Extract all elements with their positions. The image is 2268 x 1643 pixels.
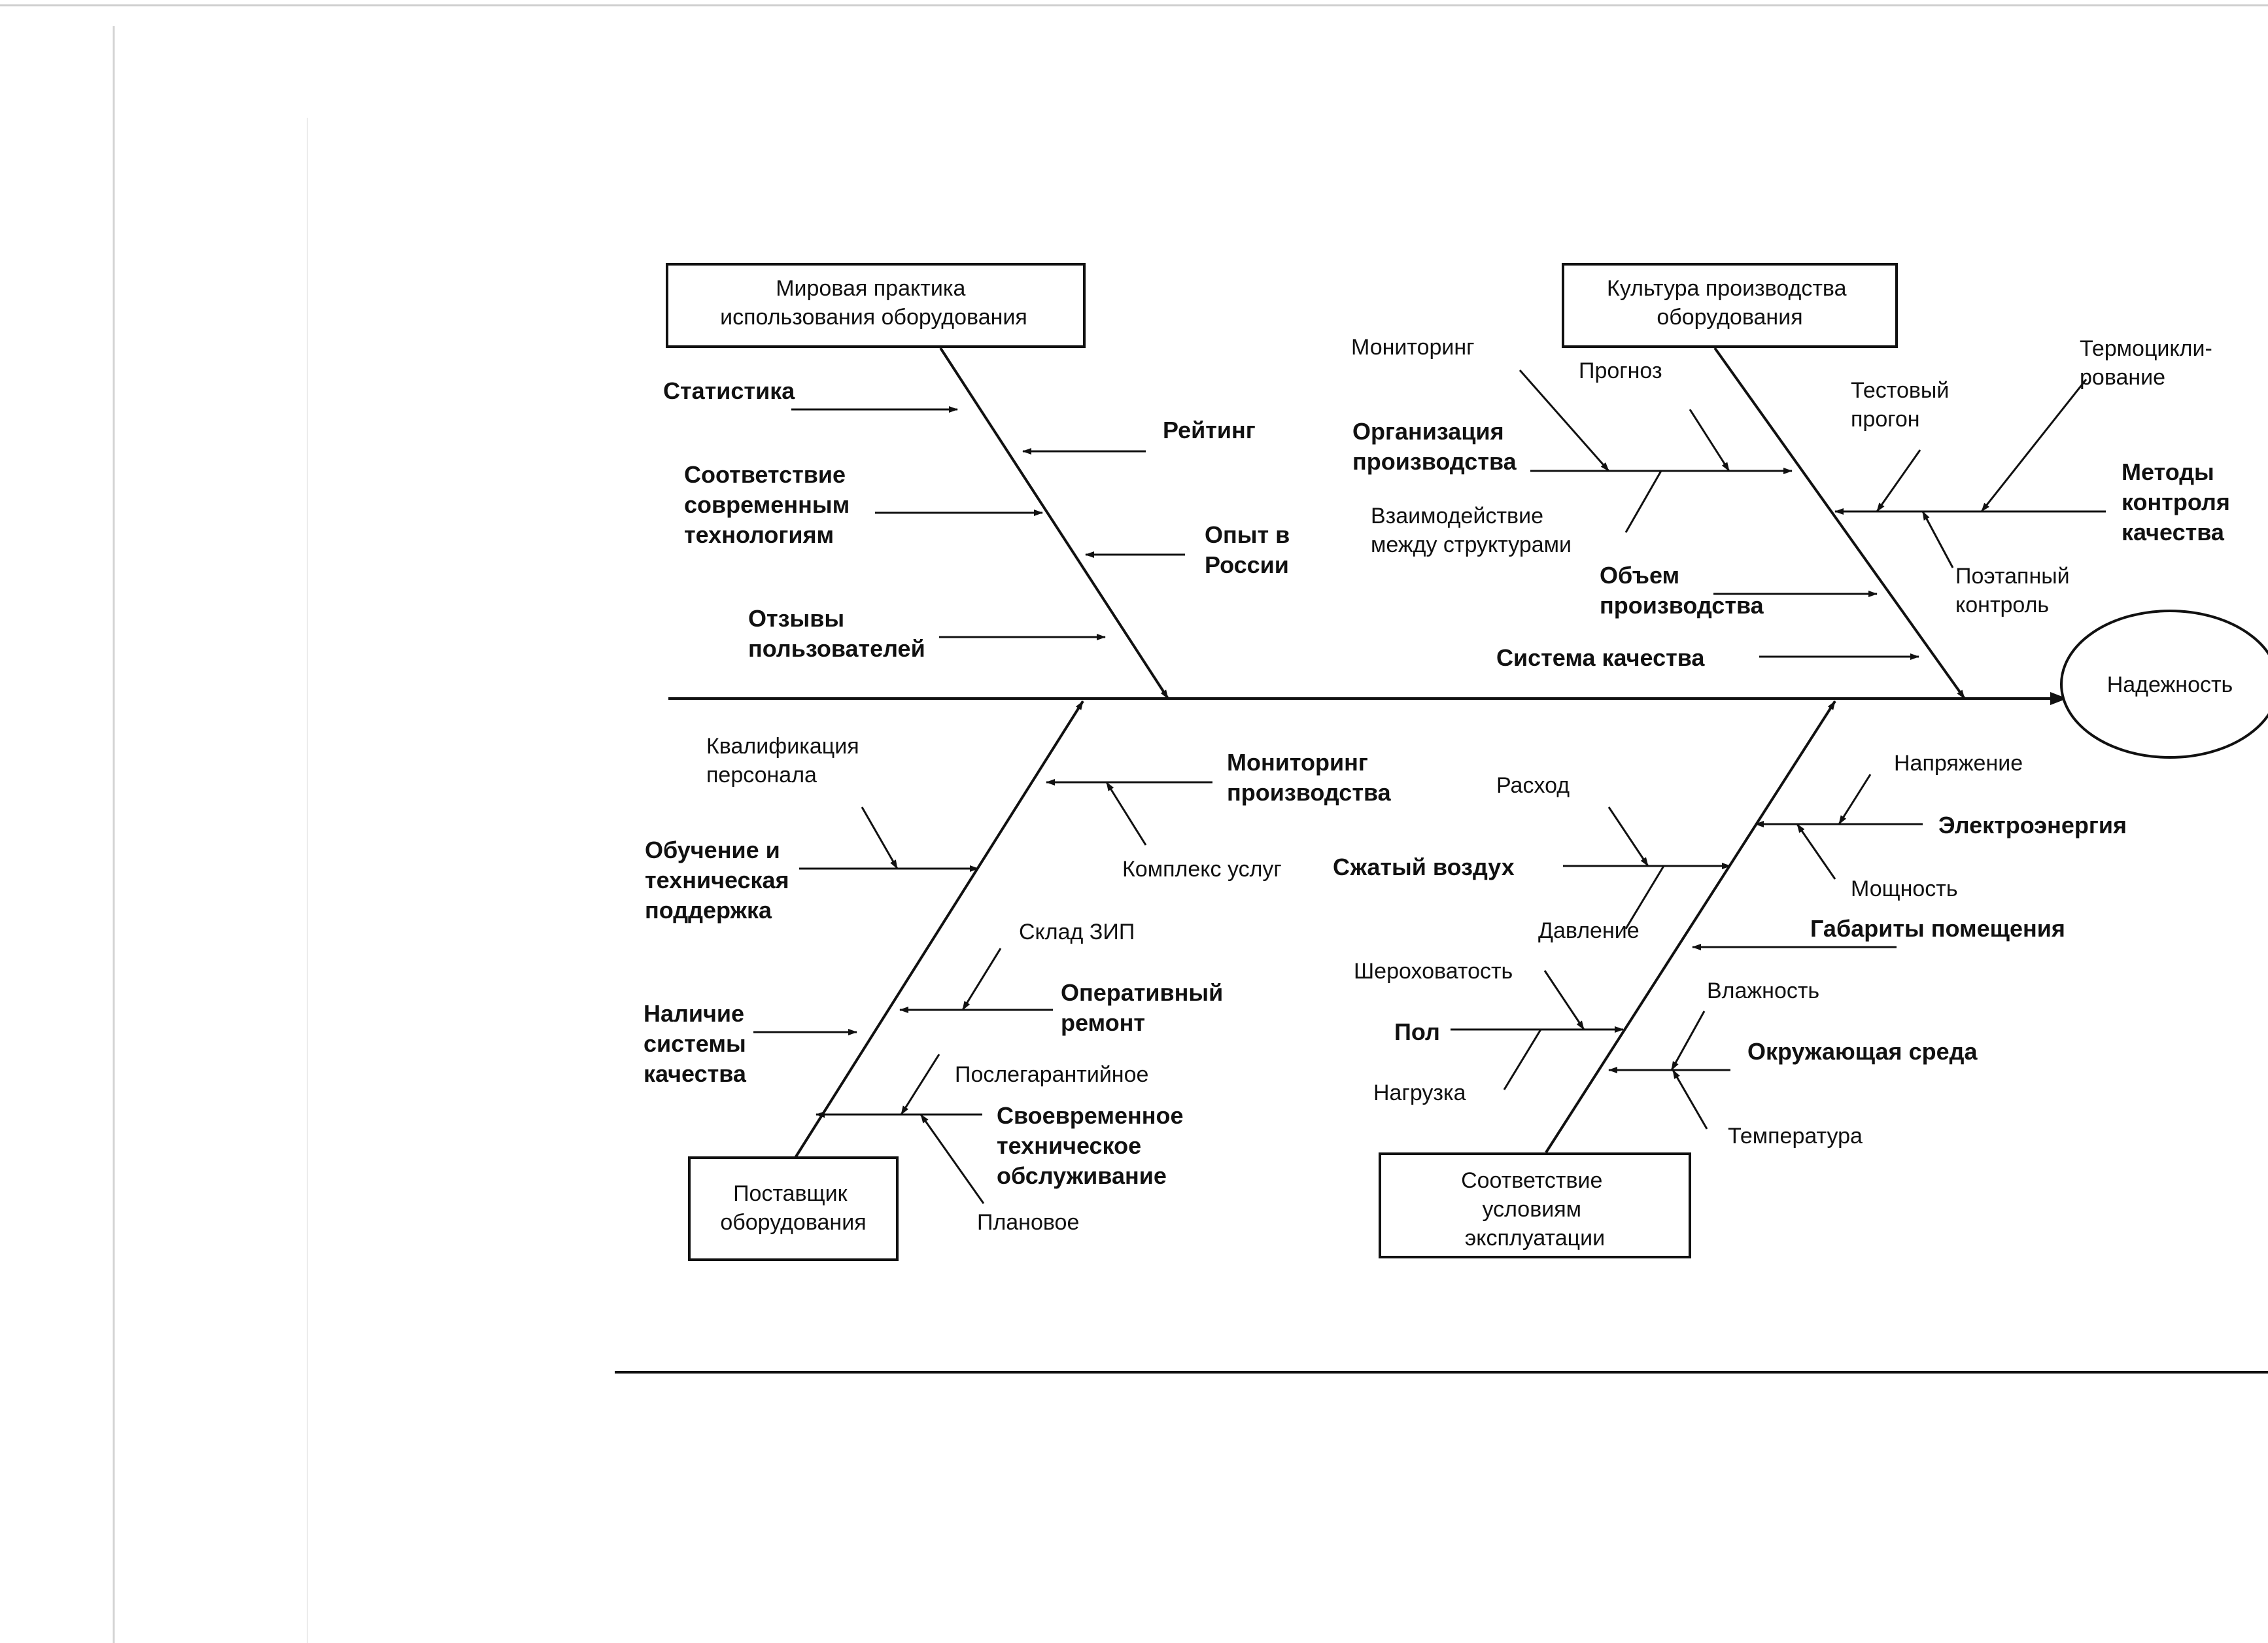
- sub-humidity: Влажность: [1707, 978, 1819, 1003]
- arrow-load: [1503, 1029, 1542, 1090]
- sub-staged: Поэтапный контроль: [1955, 564, 2076, 617]
- cause-environment: Окружающая среда: [1747, 1038, 1978, 1065]
- sub-planned: Плановое: [977, 1210, 1079, 1235]
- cause-statistics: Статистика: [663, 377, 795, 404]
- sub-test-run: Тестовый прогон: [1851, 378, 1955, 432]
- arrow-voltage: [1838, 774, 1872, 825]
- cause-quality-system-supplier: Наличие системы качества: [644, 1000, 753, 1087]
- sub-forecast: Прогноз: [1579, 358, 1662, 383]
- category-label-operating-conditions: Соответствие условиям эксплуатации: [1461, 1168, 1609, 1251]
- cause-electricity: Электроэнергия: [1938, 812, 2127, 839]
- cause-compressed-air: Сжатый воздух: [1333, 854, 1515, 880]
- arrow-consumption: [1607, 806, 1649, 867]
- cause-reviews: Отзывы пользователей: [748, 605, 925, 662]
- sub-power: Мощность: [1851, 876, 1958, 901]
- arrow-interaction: [1624, 470, 1662, 533]
- category-label-supplier: Поставщик оборудования: [720, 1181, 866, 1235]
- arrow-qualification: [861, 806, 899, 869]
- arrow-monitoring: [1519, 370, 1610, 472]
- sub-load: Нагрузка: [1373, 1081, 1466, 1105]
- cause-room-size: Габариты помещения: [1810, 915, 2065, 942]
- sub-post-warranty: Послегарантийное: [955, 1062, 1148, 1087]
- cause-floor: Пол: [1394, 1018, 1440, 1045]
- bone-production-culture: [1713, 347, 1966, 700]
- effect-label: Надежность: [2107, 672, 2233, 697]
- cause-volume: Объем производства: [1600, 562, 1764, 619]
- arrow-test-run: [1876, 449, 1921, 512]
- cause-quality-system: Система качества: [1496, 644, 1705, 671]
- sub-roughness: Шероховатость: [1354, 959, 1513, 984]
- arrow-thermal: [1980, 379, 2088, 512]
- cause-rating: Рейтинг: [1163, 417, 1256, 443]
- cause-training: Обучение и техническая поддержка: [645, 837, 796, 924]
- bone-supplier: [794, 700, 1084, 1159]
- arrow-humidity: [1670, 1011, 1706, 1071]
- sub-pressure: Давление: [1538, 918, 1640, 943]
- cause-russia: Опыт в России: [1205, 521, 1296, 578]
- cause-control-methods: Методы контроля качества: [2122, 458, 2237, 545]
- category-label-production-culture: Культура производства оборудования: [1607, 276, 1853, 330]
- sub-temperature: Температура: [1728, 1124, 1863, 1149]
- cause-modern-tech: Соответствие современным технологиям: [684, 461, 856, 548]
- category-box-production-culture: [1562, 263, 1898, 348]
- arrow-planned: [919, 1114, 985, 1204]
- cause-repair: Оперативный ремонт: [1061, 979, 1229, 1036]
- arrow-roughness: [1543, 970, 1585, 1030]
- category-box-world-practice: [666, 263, 1086, 348]
- arrow-spares: [961, 948, 1002, 1011]
- arrow-temperature: [1672, 1069, 1708, 1130]
- category-box-operating-conditions: [1379, 1152, 1691, 1258]
- bone-operating-conditions: [1545, 700, 1836, 1154]
- arrow-forecast: [1689, 409, 1730, 472]
- sub-voltage: Напряжение: [1894, 751, 2023, 776]
- sub-thermal: Термоцикли- рование: [2080, 336, 2218, 390]
- bone-world-practice: [939, 347, 1169, 700]
- sub-qualification: Квалификация персонала: [706, 734, 865, 787]
- sub-spares: Склад ЗИП: [1019, 920, 1135, 944]
- category-label-world-practice: Мировая практика использования оборудова…: [720, 276, 1027, 330]
- cause-prod-monitoring: Мониторинг производства: [1227, 749, 1392, 806]
- arrow-post-warranty: [900, 1054, 940, 1115]
- arrow-power: [1796, 823, 1836, 880]
- cause-organization: Организация производства: [1352, 418, 1517, 475]
- arrow-services: [1105, 782, 1147, 846]
- arrow-staged: [1921, 511, 1954, 568]
- sub-consumption: Расход: [1496, 773, 1570, 798]
- sub-interaction: Взаимодействие между структурами: [1371, 504, 1572, 557]
- effect-ellipse: [2060, 610, 2268, 759]
- cause-maintenance: Своевременное техническое обслуживание: [997, 1102, 1190, 1189]
- sub-services: Комплекс услуг: [1122, 857, 1282, 882]
- category-box-supplier: [688, 1156, 899, 1261]
- sub-monitoring: Мониторинг: [1351, 335, 1475, 360]
- arrow-pressure: [1624, 865, 1665, 929]
